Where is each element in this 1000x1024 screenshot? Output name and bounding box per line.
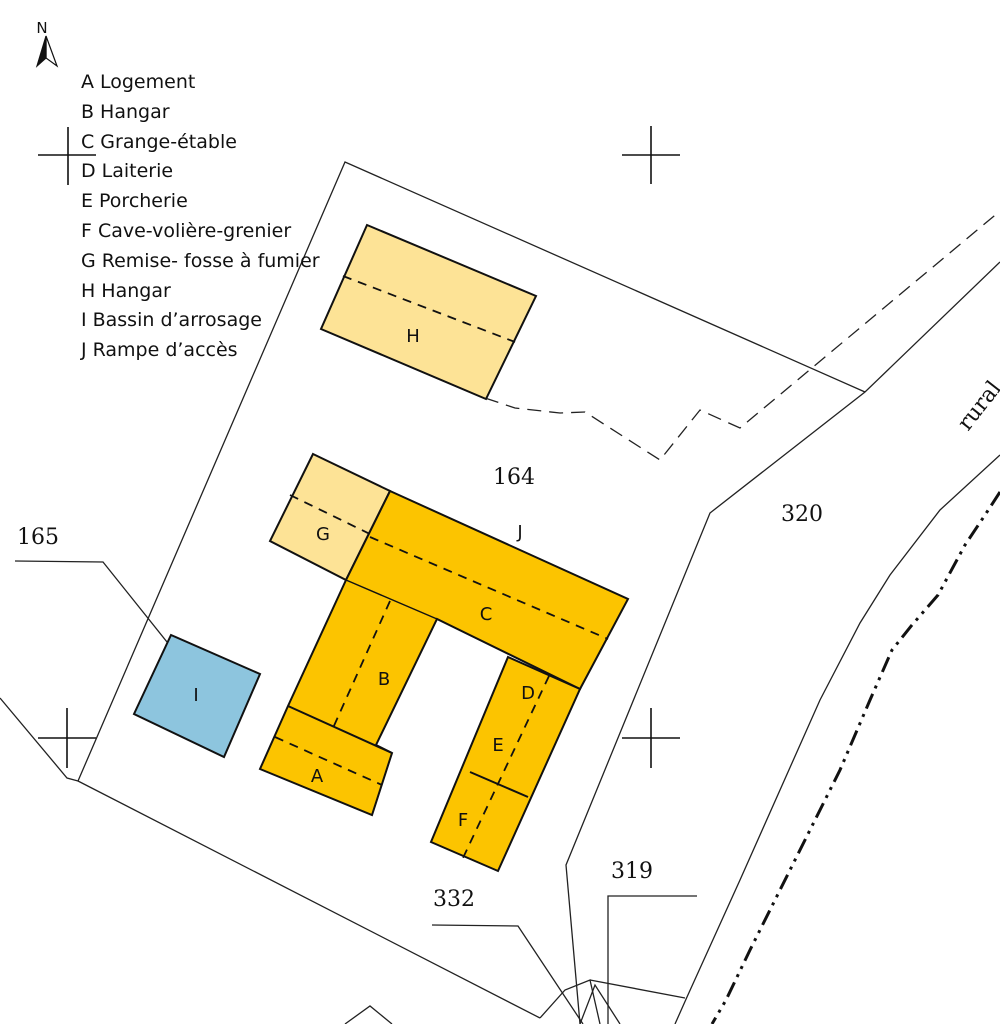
minor-boundary [579,983,621,1024]
leader-line-165 [14,560,184,663]
survey-cross [38,708,96,768]
survey-cross [38,127,96,185]
building-h[interactable] [319,223,538,401]
label-j: J [516,522,522,543]
parcel-boundaries [0,161,1000,1024]
building-a[interactable] [274,705,393,786]
label-h: H [406,326,420,347]
road-west-edge [674,454,1000,1024]
label-g: G [316,524,330,545]
parcel-332-label: 332 [433,887,475,912]
north-arrow: N [35,19,59,68]
survey-cross [622,708,680,768]
parcel-164-east-boundary [565,261,1000,1024]
minor-boundary [344,1005,393,1024]
survey-cross [622,126,680,184]
buildings [132,223,630,873]
building-def[interactable] [429,655,582,873]
label-b: B [378,669,390,690]
label-d: D [521,683,535,704]
basin-i[interactable] [132,633,262,759]
parcel-164-label: 164 [493,465,535,490]
label-i: I [193,685,198,706]
label-e: E [492,735,503,756]
label-c: C [480,604,493,625]
label-a: A [311,766,324,787]
leader-line-319 [607,895,697,1024]
parcel-164-south-boundary [77,780,541,1019]
commune-boundary-line [710,491,1000,1024]
dashed-path [484,210,1000,461]
leader-line-332 [431,924,584,1024]
survey-crosses [38,126,680,768]
parcel-165-label: 165 [17,525,59,550]
road-label: rural [953,376,1000,435]
parcel-320-label: 320 [781,502,823,527]
minor-boundary [589,979,686,999]
parcel-319-label: 319 [611,859,653,884]
north-arrow-right-half [45,35,59,68]
north-label: N [36,19,47,37]
building-labels: H G J C B D E A F I [193,326,535,831]
minor-boundary [539,979,601,1024]
label-f: F [458,810,468,831]
north-arrow-left-half [35,35,47,68]
